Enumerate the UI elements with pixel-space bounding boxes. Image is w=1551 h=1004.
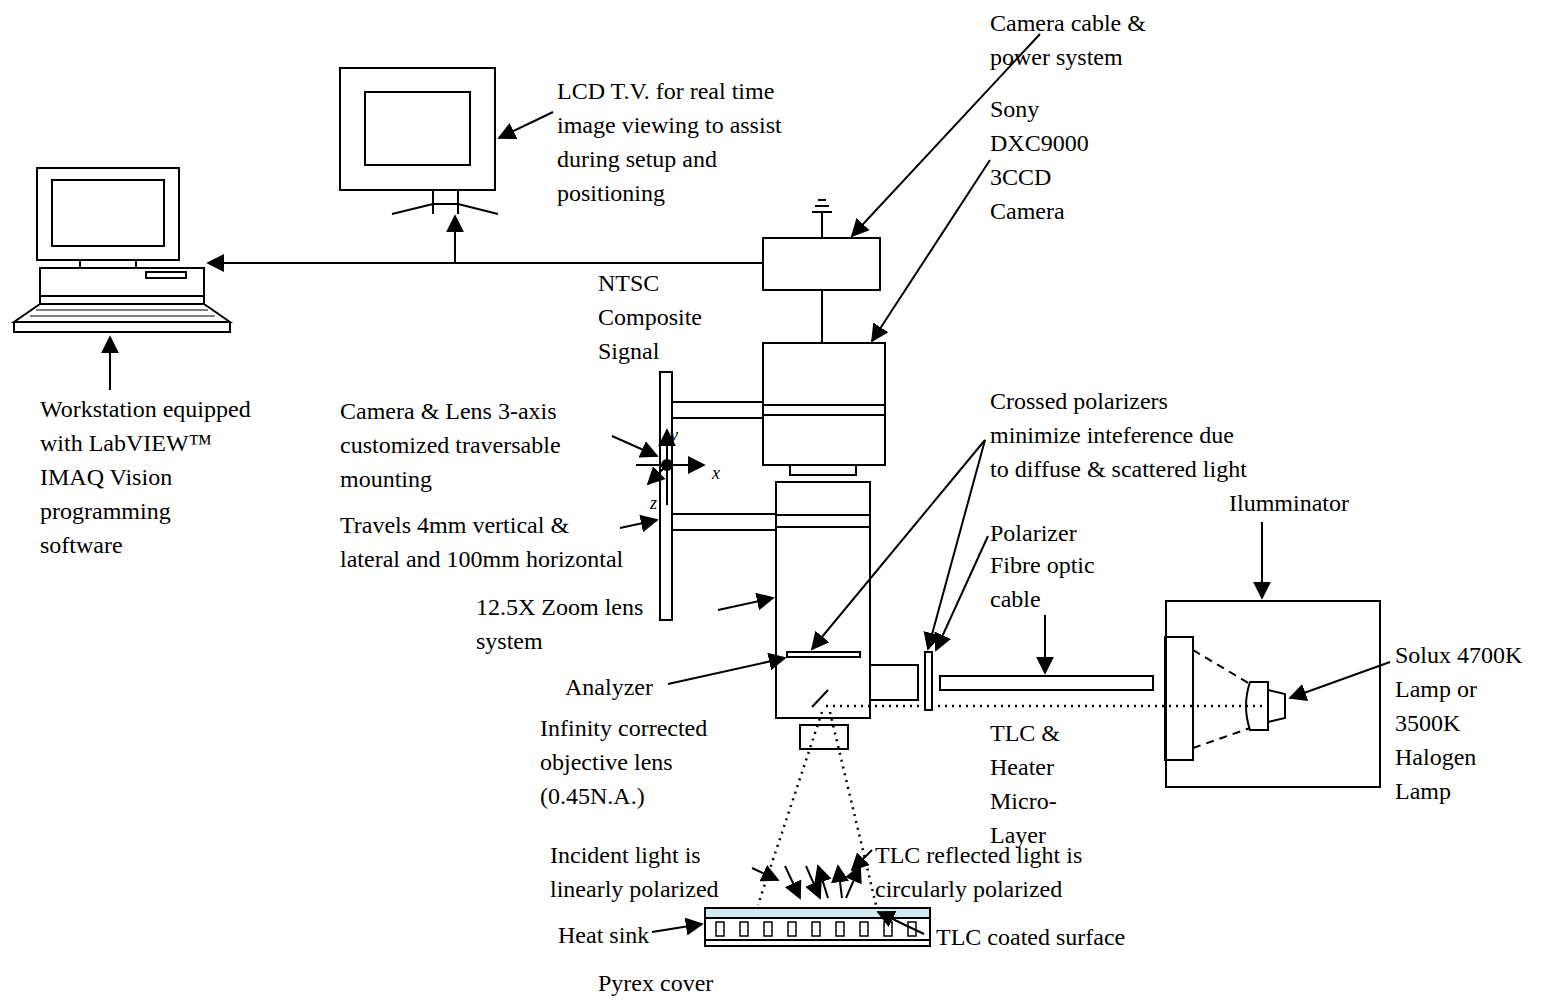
axis-label: y — [670, 418, 678, 452]
callout-label: Sony DXC9000 3CCD Camera — [990, 92, 1102, 228]
leader-arrow — [1290, 662, 1390, 698]
leader-arrow — [878, 912, 924, 934]
leader-arrow — [1261, 522, 1263, 598]
leader-arrow — [620, 520, 657, 528]
illuminator-box: Ilumminator — [1165, 600, 1381, 788]
heat-sink-fin — [788, 922, 796, 936]
leader-arrow — [109, 337, 111, 390]
heat-sink-fin — [740, 922, 748, 936]
callout-label: Camera & Lens 3-axis customized traversa… — [340, 394, 610, 496]
lcd-monitor — [340, 68, 498, 214]
callout-label: Heat sink — [558, 918, 649, 952]
leader-arrow — [499, 112, 553, 138]
callout-label: LCD T.V. for real time image viewing to … — [557, 74, 817, 210]
callout-label: Polarizer — [990, 516, 1077, 550]
leader-arrow — [652, 924, 702, 932]
heat-sink-fin — [716, 922, 724, 936]
callout-label: TLC & Heater Micro-Layer — [990, 716, 1110, 852]
leader-arrow — [718, 598, 773, 610]
leader-arrow — [752, 868, 778, 880]
axis-label: x — [712, 456, 720, 490]
heat-sink-fin — [764, 922, 772, 936]
traverse-mount — [636, 372, 776, 620]
zoom-lens — [776, 482, 1153, 749]
leader-arrow — [612, 436, 657, 456]
callout-label: TLC reflected light is circularly polari… — [875, 838, 1140, 906]
callout-label: Incident light is linearly polarized — [550, 838, 750, 906]
camera-body — [763, 343, 885, 475]
heat-sink-fin — [860, 922, 868, 936]
heat-sink-fin — [812, 922, 820, 936]
lamp — [1165, 637, 1285, 760]
axis-label: z — [650, 486, 657, 520]
box-heading: Ilumminator — [1229, 486, 1349, 520]
callout-label: Travels 4mm vertical & lateral and 100mm… — [340, 508, 625, 576]
callout-label: TLC coated surface — [936, 920, 1136, 954]
leader-arrow — [1044, 615, 1046, 673]
callout-label: 12.5X Zoom lens system — [476, 590, 651, 658]
signal-wire — [208, 216, 763, 263]
callout-label: Pyrex cover — [598, 966, 713, 1000]
leader-arrow — [668, 658, 785, 684]
leader-arrow — [852, 850, 872, 870]
light-beam — [758, 706, 1265, 905]
callout-label: Fibre optic cable — [990, 548, 1130, 616]
leader-arrow — [928, 440, 985, 649]
callout-label: Analyzer — [565, 670, 653, 704]
heat-sink-fin — [836, 922, 844, 936]
callout-label: Infinity corrected objective lens (0.45N… — [540, 711, 775, 813]
light-rays — [785, 866, 860, 898]
callout-label: NTSC Composite Signal — [598, 266, 738, 368]
leader-arrow — [812, 440, 985, 649]
callout-label: Solux 4700K Lamp or 3500K Halogen Lamp — [1395, 638, 1535, 808]
heat-sink-fin — [884, 922, 892, 936]
leader-arrow — [872, 160, 990, 341]
leader-arrow — [936, 536, 988, 650]
callout-label: Camera cable & power system — [990, 6, 1190, 74]
callout-label: Crossed polarizers minimize inteference … — [990, 384, 1248, 486]
power-box — [763, 200, 880, 343]
workstation-computer — [14, 168, 230, 332]
callout-label: Workstation equipped with LabVIEW™ IMAQ … — [40, 392, 252, 562]
tlc-sample — [705, 908, 930, 946]
